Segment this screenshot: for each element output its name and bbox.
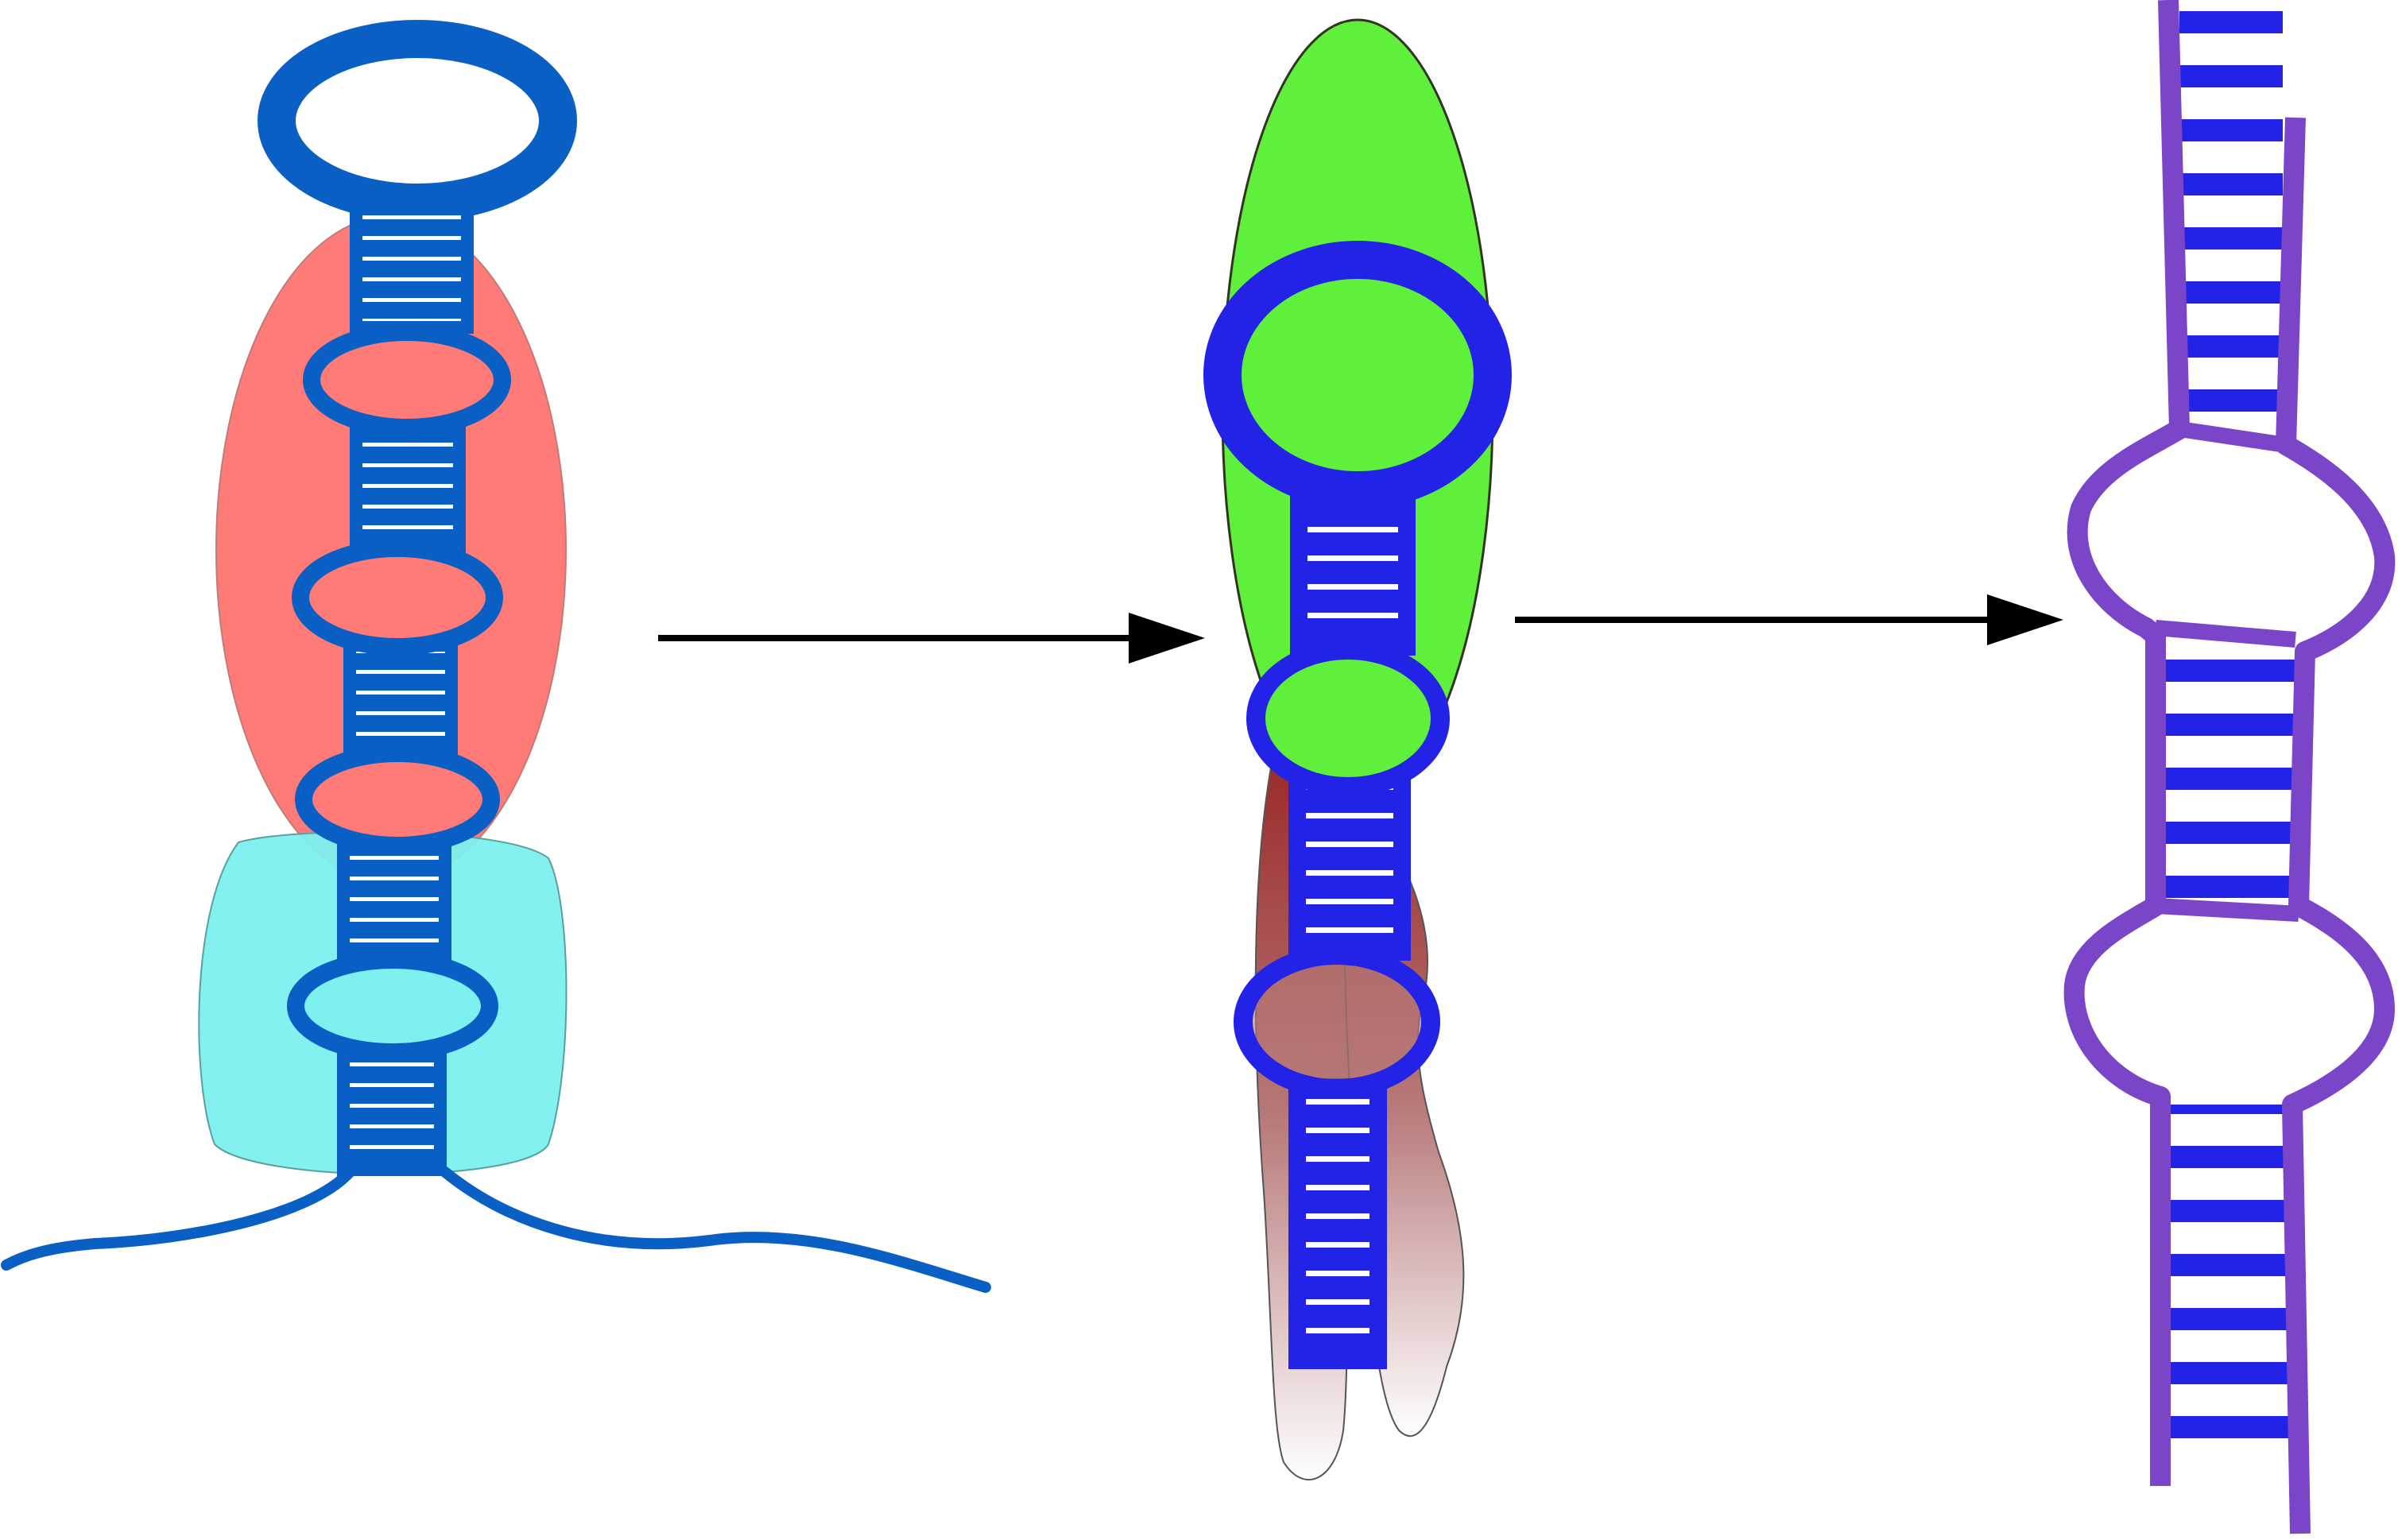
internal-loop-3 <box>295 745 500 854</box>
duplex-cap-upper <box>2178 421 2288 453</box>
duplex-rungs-lower <box>2170 1105 2289 1438</box>
duplex-rungs-upper <box>2179 8 2283 437</box>
stem-segment-2 <box>1288 768 1411 961</box>
five-prime-tail <box>1 1167 355 1271</box>
processed-panel <box>1203 18 1512 1481</box>
duplex-cap-mid-top <box>2155 620 2296 648</box>
internal-loop-1 <box>1246 640 1450 796</box>
duplex-cap-mid-bottom <box>2155 898 2299 922</box>
internal-loop-4 <box>287 951 498 1061</box>
stem-segment-3 <box>1288 1078 1387 1369</box>
internal-loop-2 <box>1234 946 1440 1098</box>
internal-loop-2 <box>292 540 503 656</box>
stem-segment-5 <box>337 1044 447 1176</box>
stem-segment-1 <box>350 202 474 334</box>
stem-segment-4 <box>337 838 451 968</box>
duplex-rungs-middle <box>2156 636 2295 898</box>
terminal-loop <box>1203 241 1512 509</box>
three-prime-tail <box>440 1167 991 1293</box>
duplex-strand-left <box>2063 0 2190 1486</box>
precursor-panel <box>1 20 991 1293</box>
terminal-loop <box>258 20 577 222</box>
duplex-strand-right <box>2276 117 2396 1534</box>
stem-segment-1 <box>1290 487 1416 656</box>
stem-segment-2 <box>350 415 466 555</box>
internal-loop-1 <box>303 323 511 436</box>
duplex-panel <box>2063 0 2396 1534</box>
stem-segment-3 <box>343 639 458 760</box>
